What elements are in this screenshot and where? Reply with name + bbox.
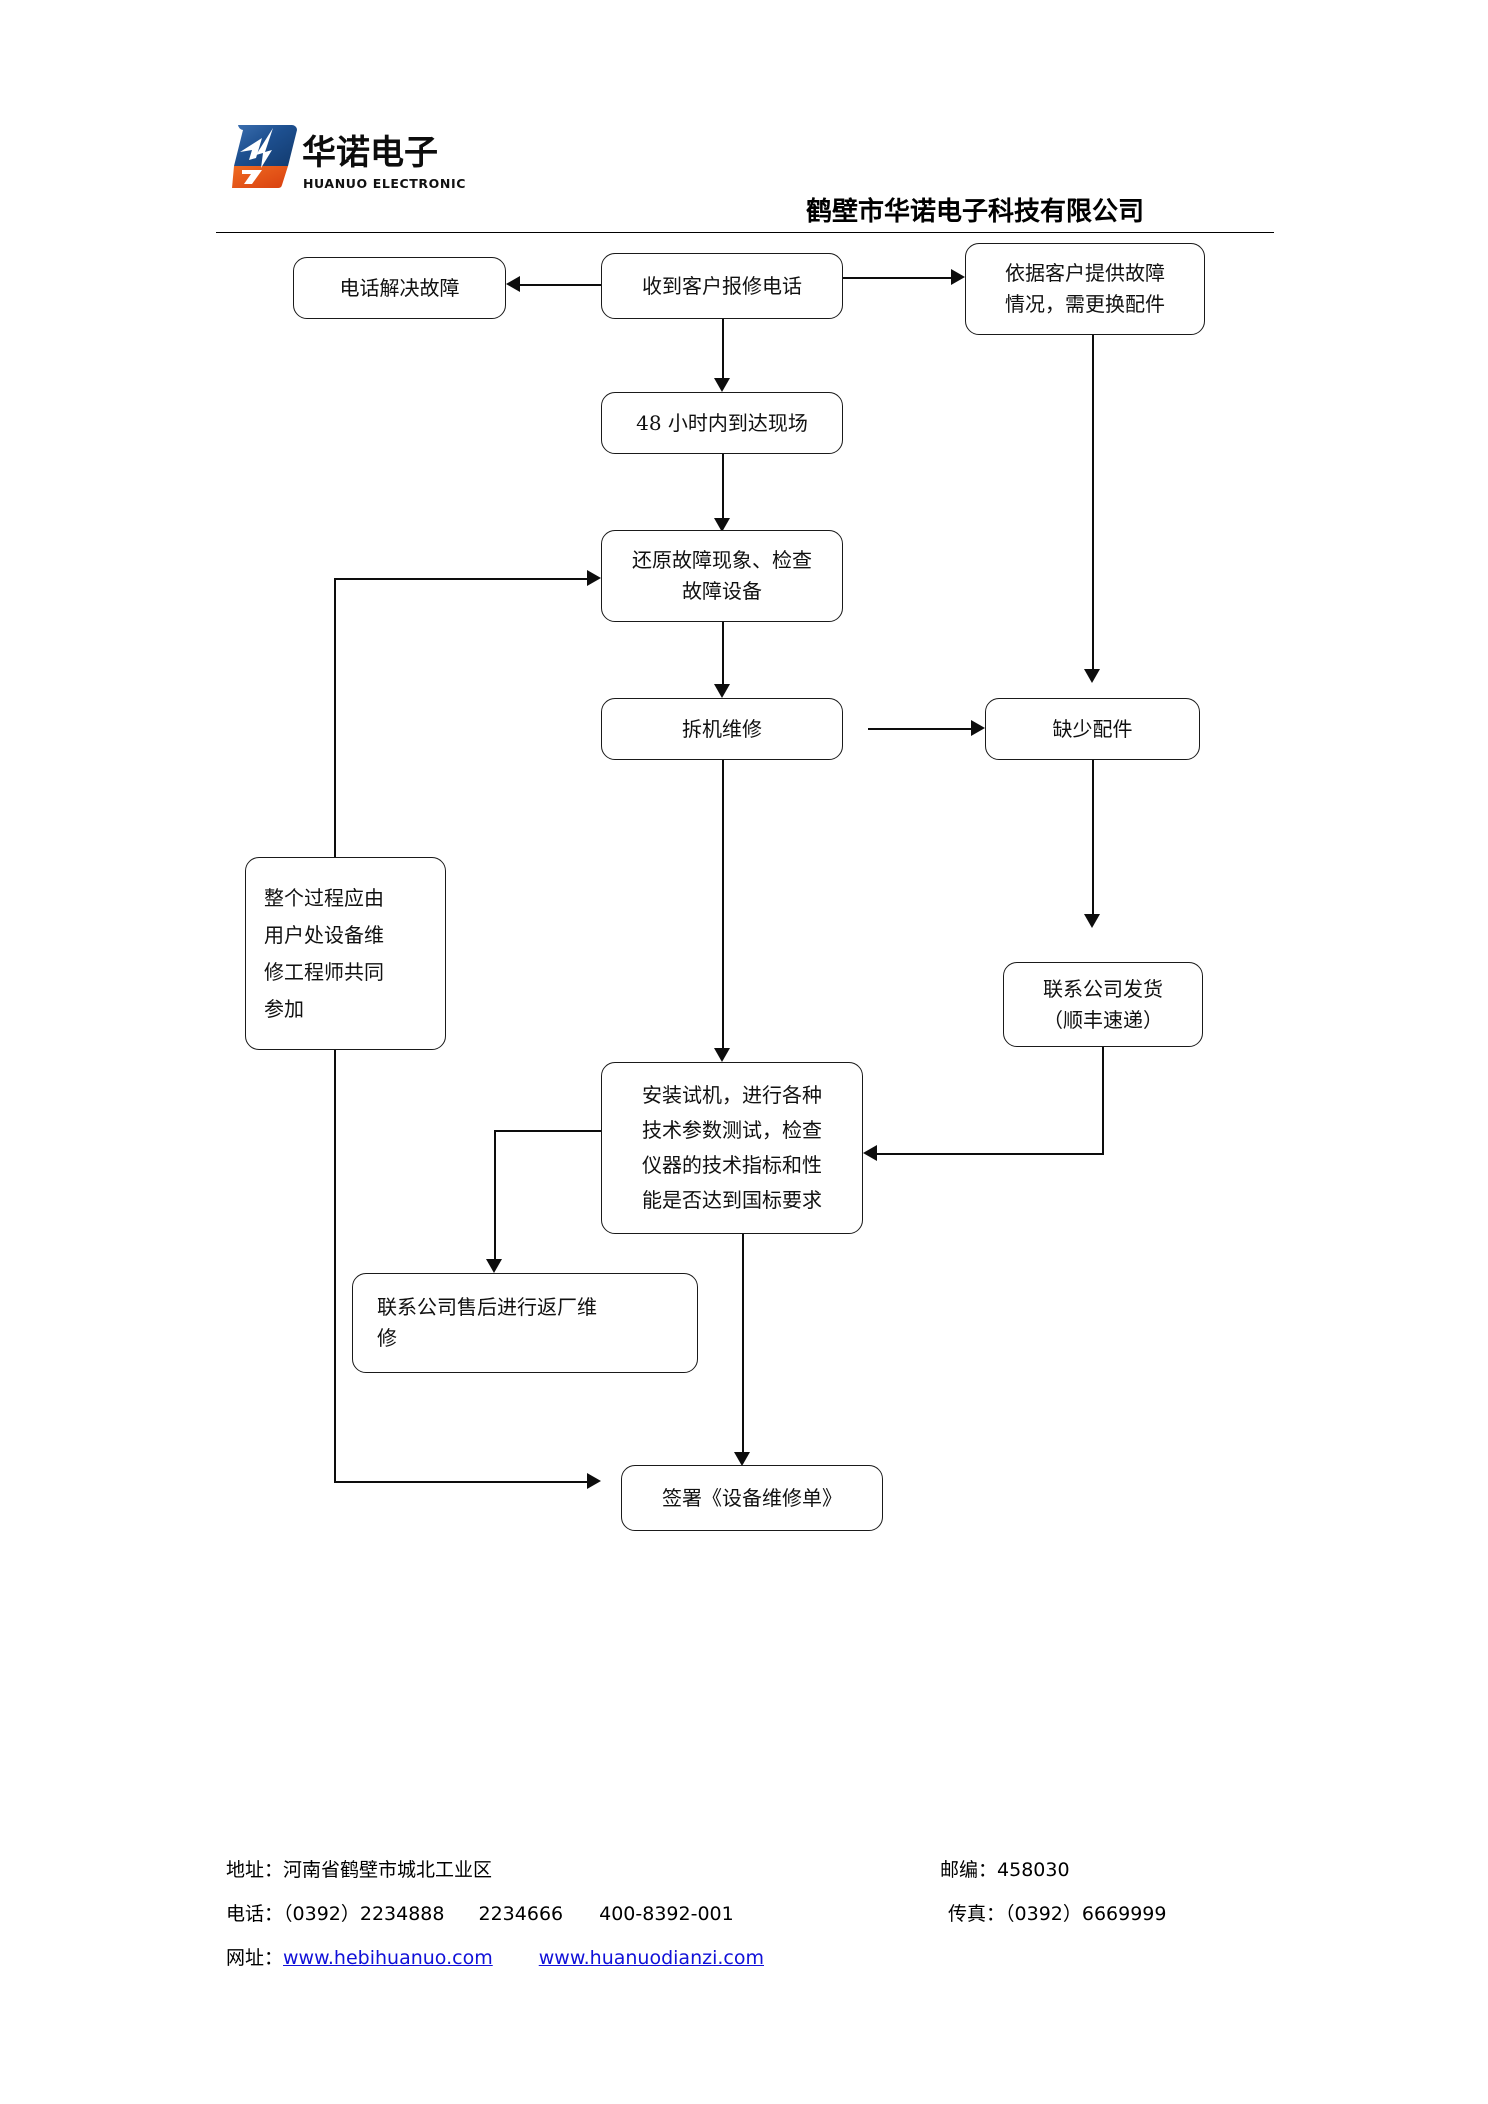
connector-loop-left-bottom: [334, 1481, 587, 1483]
flow-node-ship-parts: 联系公司发货 （顺丰速递）: [1003, 962, 1203, 1047]
arrowhead-to-shipparts: [1084, 914, 1100, 928]
flow-node-receive-call: 收到客户报修电话: [601, 253, 843, 319]
flow-node-factory-repair: 联系公司售后进行返厂维 修: [352, 1273, 698, 1373]
header-divider: [216, 232, 1274, 233]
arrowhead-to-restorecheck: [714, 518, 730, 532]
footer-row-website: 网址：www.hebihuanuo.com www.huanuodianzi.co…: [0, 1943, 1488, 1987]
arrowhead-to-needparts: [951, 269, 965, 285]
footer-row-phone: 电话：（0392）2234888 2234666 400-8392-001 传真：（…: [0, 1899, 1488, 1943]
footer-fax: 传真：（0392）6669999: [948, 1899, 1167, 1926]
connector-loop-left-vertical: [334, 578, 336, 864]
flow-node-disassemble: 拆机维修: [601, 698, 843, 760]
page-footer: 地址：河南省鹤壁市城北工业区 邮编：458030 电话：（0392）223488…: [0, 1855, 1488, 1987]
postcode-label: 邮编：: [940, 1859, 998, 1881]
company-logo: 华诺电子 HUANUO ELECTRONIC: [232, 122, 465, 207]
website-link-2[interactable]: www.huanuodianzi.com: [538, 1947, 764, 1969]
connector-receivecall-to-phonefix: [520, 284, 602, 286]
arrowhead-loop-to-signorder: [587, 1473, 601, 1489]
flow-node-missing-parts: 缺少配件: [985, 698, 1200, 760]
connector-arrive48h-to-restorecheck: [722, 454, 724, 522]
connector-shipparts-down: [1102, 1047, 1104, 1154]
connector-installtest-to-factoryrepair-h: [494, 1130, 603, 1132]
flow-node-arrive-48h: 48 小时内到达现场: [601, 392, 843, 454]
footer-postcode: 邮编：458030: [940, 1855, 1070, 1882]
flow-node-sign-order: 签署《设备维修单》: [621, 1465, 883, 1531]
logo-chinese-name: 华诺电子: [302, 133, 438, 173]
connector-loop-left-top: [334, 578, 587, 580]
postcode-value: 458030: [997, 1859, 1070, 1881]
flow-node-install-test: 安装试机，进行各种 技术参数测试，检查 仪器的技术指标和性 能是否达到国标要求: [601, 1062, 863, 1234]
address-value: 河南省鹤壁市城北工业区: [283, 1859, 493, 1881]
arrowhead-to-factoryrepair: [486, 1259, 502, 1273]
logo-mark-icon: [232, 125, 297, 188]
phone-number-1: （0392）2234888: [283, 1903, 445, 1925]
arrowhead-to-installtest-right: [863, 1145, 877, 1161]
arrowhead-to-installtest: [714, 1048, 730, 1062]
company-title: 鹤壁市华诺电子科技有限公司: [806, 197, 1145, 227]
website-link-1[interactable]: www.hebihuanuo.com: [283, 1947, 493, 1969]
connector-receivecall-to-needparts: [843, 277, 951, 279]
fax-label: 传真：: [948, 1903, 1006, 1925]
phone-number-3: 400-8392-001: [599, 1903, 734, 1925]
connector-receivecall-to-arrive48h: [722, 319, 724, 381]
arrowhead-to-phonefix: [506, 276, 520, 292]
arrowhead-to-signorder: [734, 1452, 750, 1466]
connector-restorecheck-to-disassemble: [722, 622, 724, 688]
flow-node-need-parts: 依据客户提供故障 情况，需更换配件: [965, 243, 1205, 335]
flow-node-restore-check: 还原故障现象、检查 故障设备: [601, 530, 843, 622]
flow-node-note-engineer: 整个过程应由 用户处设备维 修工程师共同 参加: [245, 857, 446, 1050]
arrowhead-loop-to-restorecheck: [587, 570, 601, 586]
arrowhead-needparts-down: [1084, 669, 1100, 683]
address-label: 地址：: [226, 1859, 284, 1881]
connector-installtest-to-signorder: [742, 1234, 744, 1456]
connector-shipparts-to-installtest: [877, 1153, 1104, 1155]
fax-value: （0392）6669999: [1005, 1903, 1167, 1925]
phone-label: 电话：: [226, 1903, 284, 1925]
connector-disassemble-to-installtest: [722, 760, 724, 1053]
footer-phone: 电话：（0392）2234888 2234666 400-8392-001: [226, 1899, 734, 1926]
arrowhead-to-disassemble: [714, 684, 730, 698]
arrowhead-to-missingparts: [971, 720, 985, 736]
connector-installtest-to-factoryrepair-v: [494, 1130, 496, 1263]
footer-address: 地址：河南省鹤壁市城北工业区: [226, 1855, 492, 1882]
footer-row-address: 地址：河南省鹤壁市城北工业区 邮编：458030: [0, 1855, 1488, 1899]
connector-disassemble-to-missingparts: [868, 728, 972, 730]
logo-english-name: HUANUO ELECTRONIC: [303, 176, 466, 191]
footer-website: 网址：www.hebihuanuo.com www.huanuodianzi.co…: [226, 1943, 764, 1970]
connector-needparts-to-missingparts: [1092, 335, 1094, 673]
website-label: 网址：: [226, 1947, 284, 1969]
arrowhead-to-arrive48h: [714, 378, 730, 392]
phone-number-2: 2234666: [478, 1903, 564, 1925]
flow-node-phone-fix: 电话解决故障: [293, 257, 506, 319]
connector-missingparts-to-shipparts: [1092, 760, 1094, 918]
connector-loop-left-lower: [334, 1050, 336, 1483]
